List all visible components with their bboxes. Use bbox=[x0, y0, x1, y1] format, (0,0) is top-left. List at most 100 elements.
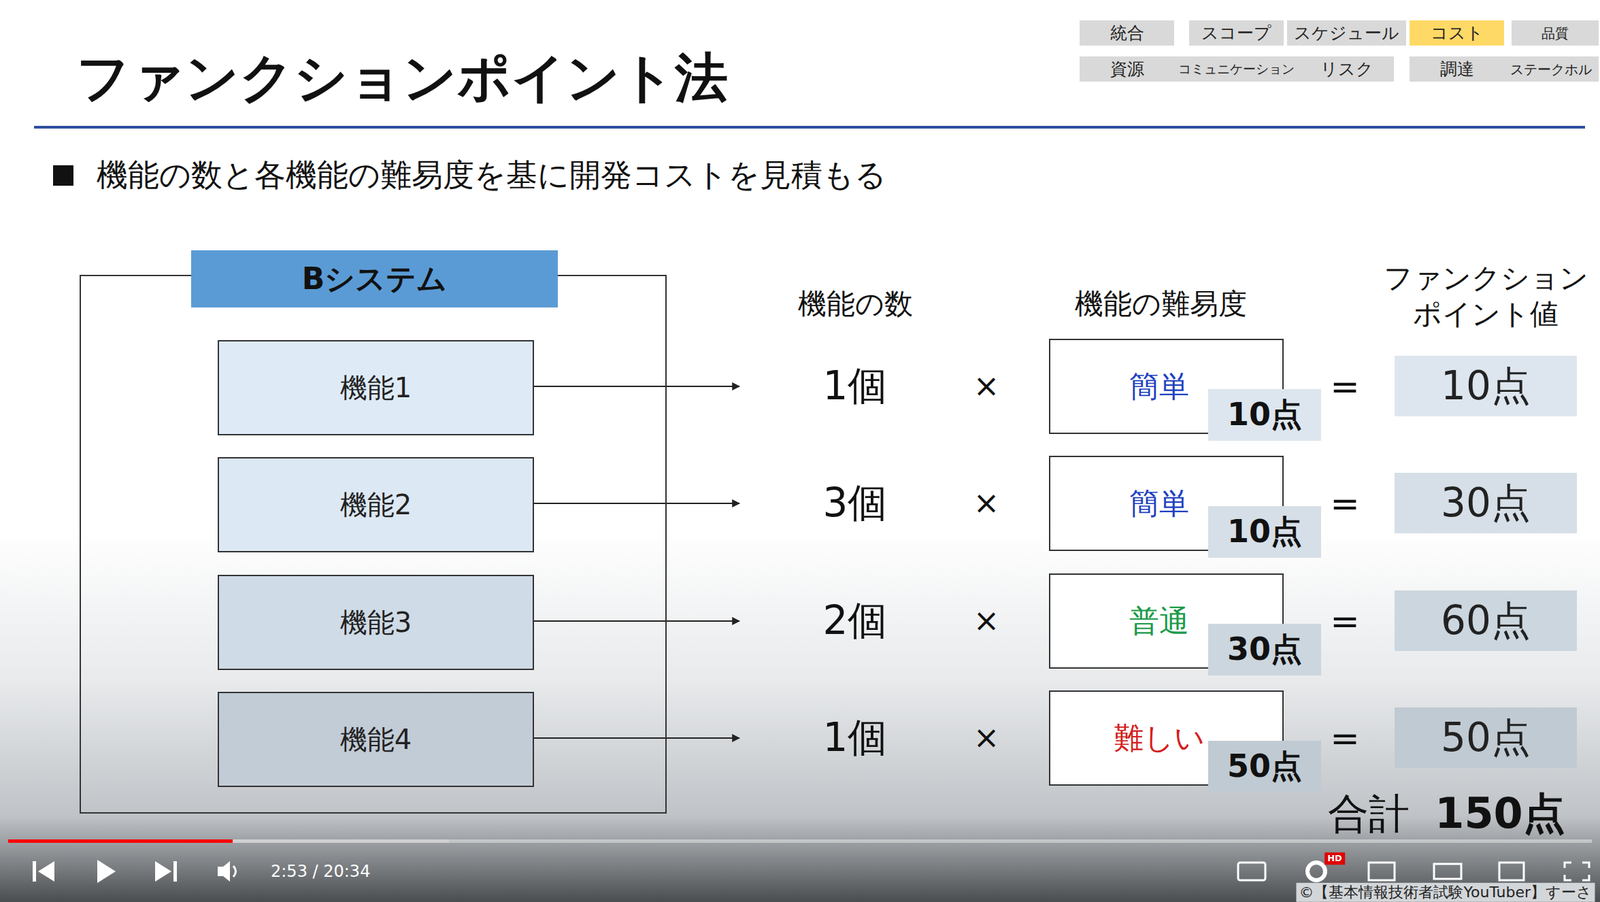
node-text: 普通 bbox=[1129, 603, 1190, 640]
player-controls bbox=[32, 859, 237, 883]
fullscreen-icon bbox=[1564, 862, 1590, 881]
multiply-sign: × bbox=[973, 367, 1000, 405]
node-text: 品質 bbox=[1541, 25, 1569, 42]
node-text: コスト bbox=[1430, 23, 1484, 44]
next-icon bbox=[155, 861, 172, 882]
leader-arrows bbox=[534, 386, 740, 739]
multiply-sign: × bbox=[973, 484, 1000, 522]
bullet-text: 機能の数と各機能の難易度を基に開発コストを見積もる bbox=[96, 156, 887, 194]
node-text: 30点 bbox=[1227, 630, 1303, 669]
settings-icon bbox=[1307, 862, 1326, 881]
node-text: 簡単 bbox=[1129, 368, 1190, 405]
cast-icon bbox=[1499, 862, 1524, 881]
function-point-value: 30点 bbox=[1394, 472, 1577, 534]
node-text: 調達 bbox=[1440, 59, 1475, 80]
difficulty-score-tab: 10点 bbox=[1208, 389, 1322, 441]
play-icon bbox=[97, 859, 116, 883]
knowledge-area-tag: コミュニケーション bbox=[1171, 56, 1302, 82]
function-count: 3個 bbox=[823, 479, 888, 528]
difficulty-score-tab: 50点 bbox=[1208, 740, 1322, 793]
node-text: 50点 bbox=[1227, 747, 1303, 786]
prev-icon bbox=[32, 861, 37, 882]
function-count: 2個 bbox=[823, 597, 888, 645]
equals-sign: = bbox=[1329, 717, 1360, 760]
node-text: 機能2 bbox=[340, 488, 412, 522]
multiply-sign: × bbox=[973, 602, 1000, 640]
leader-arrow bbox=[534, 385, 740, 388]
function-point-value: 50点 bbox=[1394, 707, 1577, 769]
difficulty-score-tab: 10点 bbox=[1208, 506, 1322, 558]
knowledge-area-tag: 品質 bbox=[1511, 20, 1599, 46]
node-text: 統合 bbox=[1110, 23, 1145, 44]
node-text: ステークホル bbox=[1510, 61, 1592, 78]
node-text: 10点 bbox=[1227, 395, 1303, 434]
multiply-sign: × bbox=[973, 719, 1000, 757]
video-time: 2:53 / 20:34 bbox=[270, 861, 371, 882]
function-box: 機能2 bbox=[217, 457, 535, 553]
node-text: 機能3 bbox=[340, 606, 412, 639]
knowledge-area-tag: ステークホル bbox=[1503, 56, 1599, 82]
node-text: コミュニケーション bbox=[1178, 61, 1295, 77]
difficulty-box: 簡単10点 bbox=[1048, 455, 1284, 552]
column-header: ファンクション ポイント値 bbox=[1376, 260, 1595, 332]
function-box: 機能4 bbox=[217, 691, 535, 788]
node-text: 60点 bbox=[1440, 597, 1531, 645]
prev-icon bbox=[38, 861, 55, 882]
total-value: 150点 bbox=[1434, 788, 1565, 839]
function-count: 1個 bbox=[823, 362, 888, 411]
node-text: 難しい bbox=[1113, 720, 1205, 757]
watermark: ©【基本情報技術者試験YouTuber】すーさ bbox=[1295, 882, 1595, 902]
leader-arrow bbox=[534, 502, 740, 505]
difficulty-box: 難しい50点 bbox=[1048, 690, 1284, 786]
function-box: 機能3 bbox=[217, 574, 535, 671]
node-text: リスク bbox=[1320, 59, 1374, 80]
leader-arrow bbox=[534, 737, 740, 739]
knowledge-area-tag: コスト bbox=[1409, 20, 1505, 46]
knowledge-area-tag: 資源 bbox=[1079, 56, 1175, 82]
subtitles-icon bbox=[1238, 862, 1266, 881]
knowledge-area-tag: 統合 bbox=[1079, 20, 1175, 46]
node-text: 30点 bbox=[1440, 479, 1531, 528]
knowledge-area-tag: 調達 bbox=[1409, 56, 1505, 82]
function-point-value: 10点 bbox=[1394, 355, 1577, 417]
volume-icon bbox=[217, 861, 230, 882]
hd-badge: HD bbox=[1324, 852, 1345, 865]
function-point-value: 60点 bbox=[1394, 590, 1577, 652]
difficulty-score-tab: 30点 bbox=[1208, 623, 1322, 676]
function-box: 機能1 bbox=[217, 340, 535, 436]
knowledge-area-tag: スケジュール bbox=[1287, 20, 1407, 46]
node-text: 機能4 bbox=[340, 723, 412, 756]
theater-icon bbox=[1434, 863, 1462, 879]
total-label: 合計 bbox=[1327, 789, 1410, 839]
next-icon bbox=[173, 861, 177, 882]
title-rule bbox=[34, 125, 1586, 129]
progress-buffer bbox=[232, 839, 449, 843]
progress-track bbox=[8, 839, 1592, 843]
function-count: 1個 bbox=[823, 714, 888, 762]
column-header: 機能の難易度 bbox=[1074, 287, 1247, 322]
bullet-square bbox=[53, 165, 74, 186]
node-text: スコープ bbox=[1201, 23, 1272, 44]
equals-sign: = bbox=[1329, 600, 1360, 643]
system-frame: Bシステム機能1機能2機能3機能4 bbox=[79, 274, 667, 814]
node-text: スケジュール bbox=[1293, 23, 1400, 44]
difficulty-box: 簡単10点 bbox=[1048, 338, 1284, 435]
node-text: 50点 bbox=[1440, 714, 1531, 762]
miniplayer-icon bbox=[1368, 862, 1395, 881]
equals-sign: = bbox=[1329, 365, 1360, 408]
node-text: 機能1 bbox=[340, 371, 412, 405]
knowledge-area-tag: スコープ bbox=[1189, 20, 1284, 46]
difficulty-box: 普通30点 bbox=[1048, 573, 1284, 669]
system-heading: Bシステム bbox=[191, 250, 558, 308]
volume-icon bbox=[233, 865, 237, 877]
equals-sign: = bbox=[1329, 482, 1360, 525]
slide-title: ファンクションポイント法 bbox=[76, 48, 728, 108]
node-text: 10点 bbox=[1227, 512, 1303, 551]
progress-played bbox=[8, 839, 233, 843]
leader-arrow bbox=[534, 620, 740, 622]
node-text: 10点 bbox=[1440, 362, 1531, 411]
node-text: 簡単 bbox=[1129, 485, 1190, 522]
knowledge-area-tag: リスク bbox=[1299, 56, 1394, 82]
player-controls bbox=[1238, 862, 1590, 881]
